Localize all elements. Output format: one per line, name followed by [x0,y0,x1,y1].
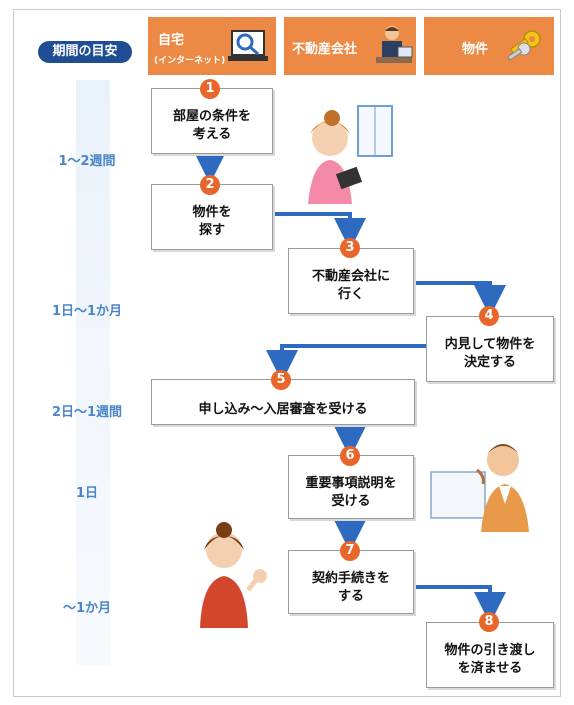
step-8-line1: 物件の引き渡し [444,643,536,658]
timing-4: 1日 [75,486,99,501]
timing-2: 1日～1か月 [51,304,123,319]
header-home: 自宅 (インターネット) [148,17,276,75]
step-7-number: 7 [340,541,360,561]
step-8-box: 物件の引き渡し を済ませる [426,622,554,688]
step-7-line1: 契約手続きを [311,571,390,586]
step-2-line2: 探す [198,223,225,238]
step-5-number: 5 [271,370,291,390]
home-subtitle: (インターネット) [154,56,226,66]
step-1-number: 1 [200,79,220,99]
step-5-line1: 申し込み～入居審査を受ける [198,402,368,417]
step-8-number: 8 [479,612,499,632]
step-8-line2: を済ませる [457,661,523,676]
step-6-line1: 重要事項説明を [305,476,397,491]
woman-with-tablet-illustration [308,105,393,204]
step-3-box: 不動産会社に 行く [288,248,414,314]
home-title: 自宅 [158,33,185,48]
step-4-number: 4 [479,306,499,326]
period-label: 期間の目安 [38,41,132,63]
woman-ok-gesture-illustration [200,522,267,628]
header-property: 物件 [424,17,554,75]
property-title: 物件 [462,42,489,57]
step-3-line2: 行く [337,287,364,302]
step-7-line2: する [337,589,364,604]
step-3-number: 3 [340,238,360,258]
step-3-line1: 不動産会社に [311,269,390,284]
step-4-box: 内見して物件を 決定する [426,316,554,382]
timeline-band [76,80,110,665]
step-6-line2: 受ける [331,494,371,509]
step-4-line1: 内見して物件を [444,337,536,352]
header-agency: 不動産会社 [284,17,416,75]
agent-at-desk-icon [376,26,413,63]
timing-1: 1～2週間 [58,154,116,169]
step-2-line1: 物件を [192,205,232,220]
step-6-number: 6 [340,446,360,466]
step-2-number: 2 [200,175,220,195]
search-computer-icon [228,30,268,61]
step-1-line1: 部屋の条件を [172,109,251,124]
step-1-line2: 考える [192,127,232,142]
agency-title: 不動産会社 [292,42,358,57]
keys-icon [507,30,541,61]
step-1-box: 部屋の条件を 考える [151,88,273,154]
agent-explaining-illustration [430,444,529,532]
step-2-box: 物件を 探す [151,184,273,250]
timing-5: ～1か月 [62,601,112,616]
timing-3: 2日～1週間 [51,405,123,420]
step-4-line2: 決定する [463,355,516,370]
